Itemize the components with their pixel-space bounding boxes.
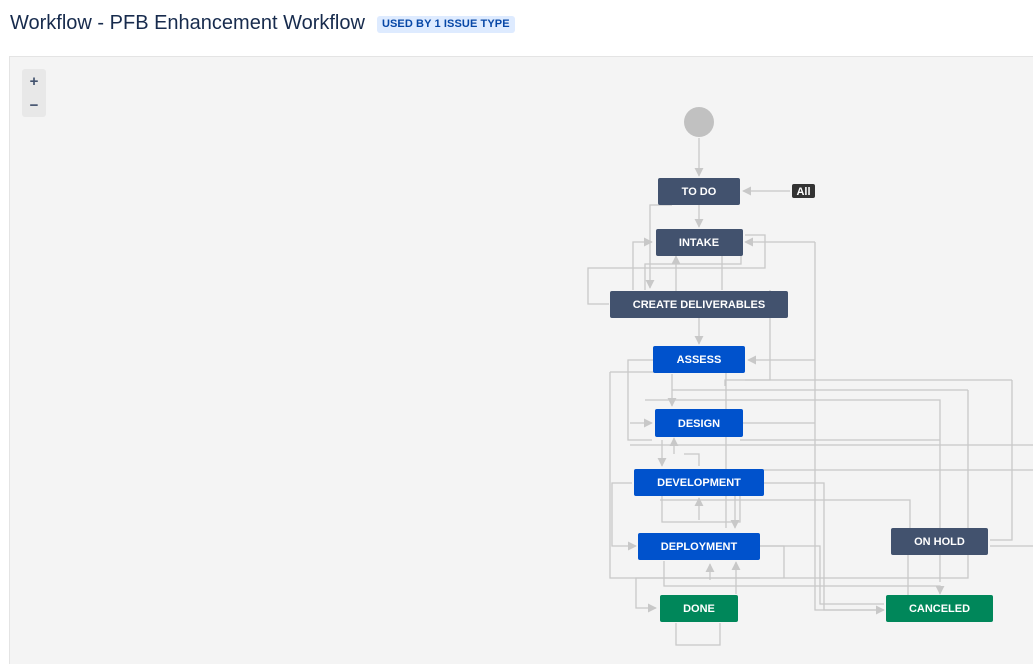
page-title: Workflow - PFB Enhancement Workflow	[10, 11, 365, 34]
status-on-hold[interactable]: ON HOLD	[891, 528, 988, 555]
transition-line	[814, 242, 884, 611]
status-development[interactable]: DEVELOPMENT	[634, 469, 764, 496]
status-assess[interactable]: ASSESS	[653, 346, 745, 373]
transition-line	[684, 453, 700, 466]
transition-line	[660, 499, 911, 528]
page-header: Workflow - PFB Enhancement Workflow USED…	[10, 10, 515, 36]
svg-text:DEPLOYMENT: DEPLOYMENT	[661, 541, 738, 553]
transition-line	[635, 577, 700, 613]
transition-line	[760, 545, 785, 578]
all-transition-badge[interactable]: All	[792, 184, 815, 198]
transition-line	[645, 399, 941, 582]
transition-line	[632, 237, 653, 290]
svg-text:CREATE DELIVERABLES: CREATE DELIVERABLES	[633, 299, 765, 311]
transition-line	[764, 482, 885, 615]
transition-line	[675, 623, 721, 646]
svg-text:TO DO: TO DO	[682, 186, 717, 198]
status-design[interactable]: DESIGN	[655, 409, 743, 437]
status-canceled[interactable]: CANCELED	[886, 595, 993, 622]
svg-text:INTAKE: INTAKE	[679, 237, 719, 249]
status-done[interactable]: DONE	[660, 595, 738, 622]
zoom-controls: + −	[22, 69, 46, 117]
status-deployment[interactable]: DEPLOYMENT	[638, 533, 760, 560]
svg-text:DONE: DONE	[683, 603, 715, 615]
transition-line	[724, 379, 1012, 386]
svg-text:All: All	[796, 186, 810, 198]
transition-line	[700, 390, 969, 579]
transition-line	[644, 253, 742, 290]
transition-line	[990, 380, 1013, 541]
zoom-out-button[interactable]: −	[29, 96, 39, 114]
zoom-in-button[interactable]: +	[29, 72, 39, 90]
workflow-canvas[interactable]: + −	[9, 56, 1033, 664]
transition-lines	[587, 138, 1033, 646]
start-node	[684, 107, 714, 137]
status-intake[interactable]: INTAKE	[656, 229, 743, 256]
svg-text:ASSESS: ASSESS	[677, 354, 722, 366]
svg-text:DEVELOPMENT: DEVELOPMENT	[657, 477, 741, 489]
status-create-deliverables[interactable]: CREATE DELIVERABLES	[610, 291, 788, 318]
transition-line	[663, 561, 945, 595]
transition-line	[611, 482, 637, 551]
transition-line	[760, 545, 884, 605]
transition-line	[627, 359, 654, 441]
transition-line	[661, 496, 741, 523]
svg-text:DESIGN: DESIGN	[678, 418, 720, 430]
svg-text:CANCELED: CANCELED	[909, 603, 970, 615]
svg-text:ON HOLD: ON HOLD	[914, 536, 965, 548]
status-todo[interactable]: TO DO	[658, 178, 740, 205]
used-by-badge[interactable]: USED BY 1 ISSUE TYPE	[376, 15, 515, 33]
